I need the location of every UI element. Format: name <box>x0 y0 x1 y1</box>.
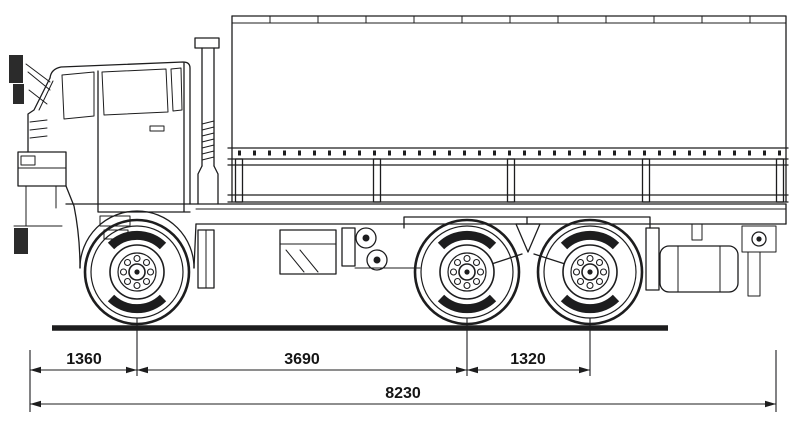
dimension-row-axles: 1360 3690 1320 <box>30 351 590 374</box>
dim-label-front-overhang: 1360 <box>66 351 102 368</box>
battery-box <box>279 229 337 275</box>
rear-wheel-2 <box>538 220 642 324</box>
cab <box>9 55 197 269</box>
front-wheel-arch <box>79 210 195 269</box>
front-tow-hook <box>14 228 28 254</box>
door-handle <box>149 125 165 132</box>
headlight <box>20 155 36 166</box>
undercarriage <box>197 216 777 297</box>
cab-windows <box>61 67 183 120</box>
rear-fender <box>403 216 651 229</box>
grille-louvers <box>29 119 48 139</box>
air-filter-box <box>341 227 356 267</box>
rear-mudflap <box>645 227 660 291</box>
side-board-stake-posts <box>234 158 785 203</box>
air-intake-stack <box>194 37 220 205</box>
dimension-row-overall: 8230 <box>30 385 776 408</box>
dim-label-tandem-spacing: 1320 <box>510 351 546 368</box>
fuel-tank <box>659 245 739 293</box>
dim-label-overall-length: 8230 <box>385 385 421 402</box>
side-mirrors <box>9 55 51 105</box>
rear-wheel-1 <box>415 220 519 324</box>
front-wheel <box>85 220 189 324</box>
dimension-annotations: 1360 3690 1320 8230 <box>29 318 777 412</box>
towing-hitch <box>751 231 767 247</box>
cargo-bed-tarp <box>227 15 789 203</box>
air-reservoirs <box>355 227 388 271</box>
chassis-frame <box>65 203 787 225</box>
dim-label-wheelbase: 3690 <box>284 351 320 368</box>
rear-flap <box>747 251 761 297</box>
bogie-pivot-bracket <box>515 223 541 253</box>
